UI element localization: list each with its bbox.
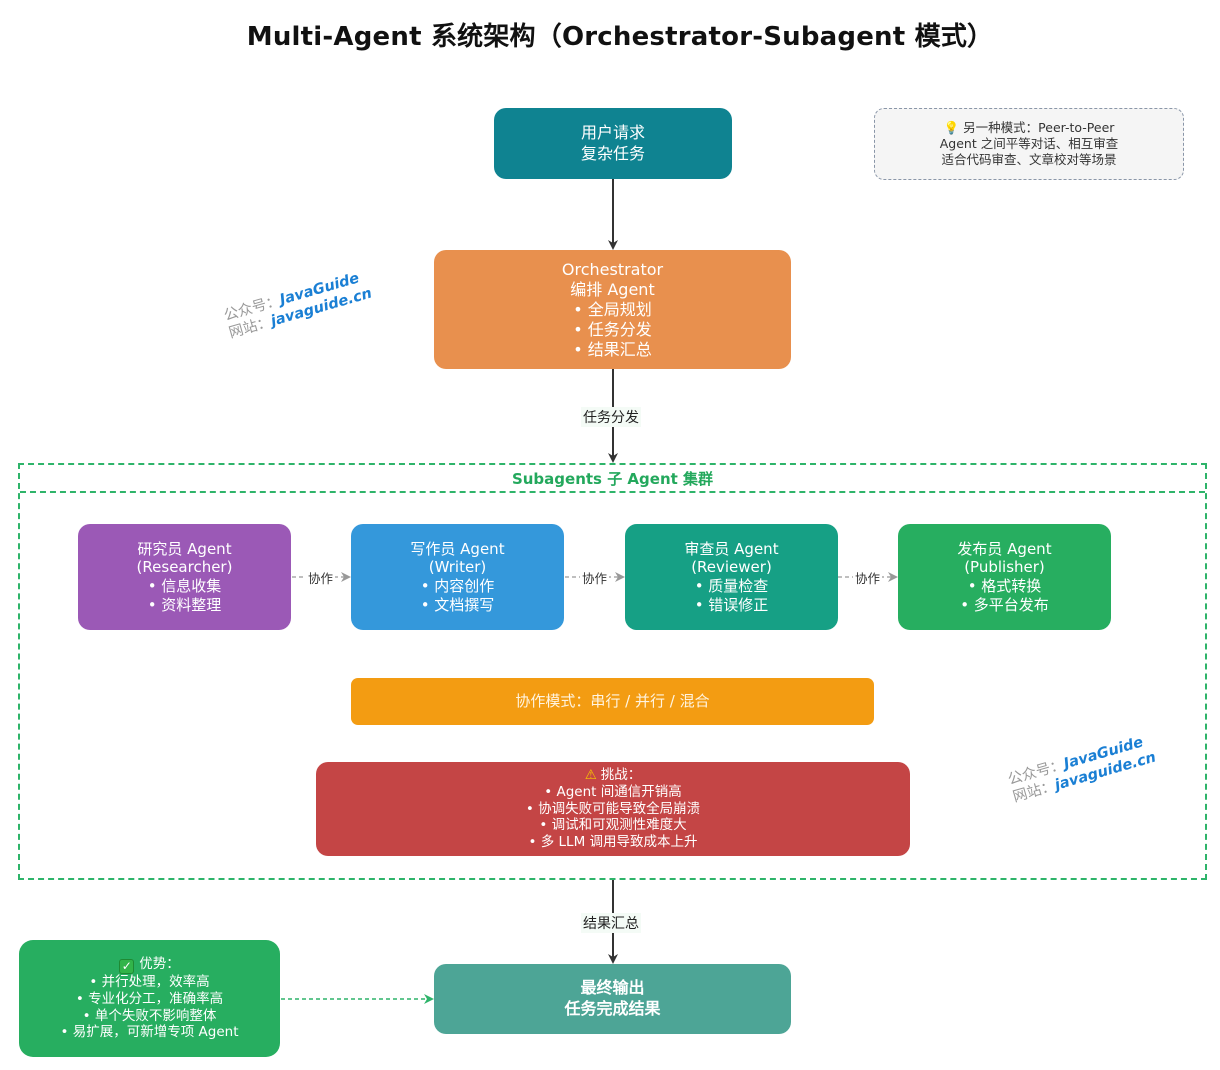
advantage-item: • 专业化分工，准确率高 — [75, 990, 224, 1007]
challenges-box: ⚠挑战： • Agent 间通信开销高 • 协调失败可能导致全局崩溃 • 调试和… — [316, 762, 910, 856]
challenge-item: • 多 LLM 调用导致成本上升 — [528, 834, 698, 851]
lightbulb-icon: 💡 — [943, 119, 960, 135]
agent-duty: • 多平台发布 — [960, 595, 1049, 614]
subagent-cluster-header: Subagents 子 Agent 集群 — [20, 465, 1205, 493]
user-request-node[interactable]: 用户请求 复杂任务 — [494, 108, 732, 179]
node-line: 复杂任务 — [580, 143, 645, 163]
node-line: • 任务分发 — [573, 319, 652, 339]
agent-duty: • 信息收集 — [147, 577, 222, 595]
node-line: 用户请求 — [580, 122, 645, 142]
challenge-item: • Agent 间通信开销高 — [544, 783, 682, 800]
advantages-title: 优势： — [139, 955, 180, 972]
node-line: 最终输出 — [580, 978, 645, 998]
advantage-item: • 单个失败不影响整体 — [82, 1007, 217, 1024]
check-icon: ✓ — [119, 958, 135, 974]
node-line: • 结果汇总 — [573, 339, 652, 359]
note-line: 💡另一种模式：Peer-to-Peer — [944, 120, 1115, 136]
collab-mode-banner: 协作模式：串行 / 并行 / 混合 — [351, 678, 874, 725]
writer-agent-node[interactable]: 写作员 Agent (Writer) • 内容创作 • 文档撰写 — [351, 524, 564, 630]
agent-role: (Writer) — [428, 558, 487, 577]
reviewer-agent-node[interactable]: 审查员 Agent (Reviewer) • 质量检查 • 错误修正 — [625, 524, 838, 630]
agent-role: (Researcher) — [136, 558, 233, 577]
peer-to-peer-note: 💡另一种模式：Peer-to-Peer Agent 之间平等对话、相互审查 适合… — [874, 108, 1184, 180]
challenges-title-line: ⚠挑战： — [585, 767, 642, 784]
subagent-cluster: Subagents 子 Agent 集群 — [18, 463, 1207, 880]
dispatch-edge-label: 任务分发 — [581, 407, 641, 427]
agent-role: (Reviewer) — [691, 558, 772, 577]
warning-icon: ⚠ — [584, 766, 597, 783]
agent-name: 研究员 Agent — [137, 539, 232, 558]
advantage-item: • 并行处理，效率高 — [89, 973, 210, 990]
final-output-node[interactable]: 最终输出 任务完成结果 — [434, 964, 791, 1034]
watermark: 公众号：JavaGuide 网站：javaguide.cn — [222, 267, 374, 343]
orchestrator-node[interactable]: Orchestrator 编排 Agent • 全局规划 • 任务分发 • 结果… — [434, 250, 791, 369]
agent-duty: • 格式转换 — [967, 577, 1042, 595]
diagram-title: Multi-Agent 系统架构（Orchestrator-Subagent 模… — [246, 22, 994, 52]
advantage-item: • 易扩展，可新增专项 Agent — [60, 1024, 239, 1041]
agent-role: (Publisher) — [964, 558, 1045, 577]
node-line: 任务完成结果 — [564, 999, 661, 1018]
advantages-box: ✓优势： • 并行处理，效率高 • 专业化分工，准确率高 • 单个失败不影响整体… — [19, 940, 280, 1057]
agent-duty: • 文档撰写 — [420, 595, 495, 614]
agent-duty: • 资料整理 — [147, 595, 222, 614]
agent-duty: • 错误修正 — [694, 595, 769, 614]
aggregate-edge-label: 结果汇总 — [581, 913, 641, 933]
collab-edge-label: 协作 — [853, 568, 883, 587]
agent-duty: • 质量检查 — [694, 577, 769, 595]
advantages-title-line: ✓优势： — [119, 956, 180, 974]
agent-name: 写作员 Agent — [410, 539, 505, 558]
note-text: 另一种模式：Peer-to-Peer — [963, 119, 1115, 135]
challenge-item: • 调试和可观测性难度大 — [539, 817, 687, 834]
node-line: • 全局规划 — [573, 299, 652, 319]
challenges-title: 挑战： — [600, 766, 642, 783]
publisher-agent-node[interactable]: 发布员 Agent (Publisher) • 格式转换 • 多平台发布 — [898, 524, 1111, 630]
challenge-item: • 协调失败可能导致全局崩溃 — [525, 800, 701, 817]
node-line: 编排 Agent — [570, 279, 655, 299]
node-line: Orchestrator — [561, 259, 664, 279]
agent-name: 发布员 Agent — [957, 539, 1052, 558]
agent-duty: • 内容创作 — [420, 577, 495, 595]
researcher-agent-node[interactable]: 研究员 Agent (Researcher) • 信息收集 • 资料整理 — [78, 524, 291, 630]
collab-edge-label: 协作 — [306, 568, 336, 587]
note-line: Agent 之间平等对话、相互审查 — [939, 135, 1119, 151]
collab-edge-label: 协作 — [580, 568, 610, 587]
note-line: 适合代码审查、文章校对等场景 — [941, 152, 1117, 168]
agent-name: 审查员 Agent — [684, 539, 779, 558]
